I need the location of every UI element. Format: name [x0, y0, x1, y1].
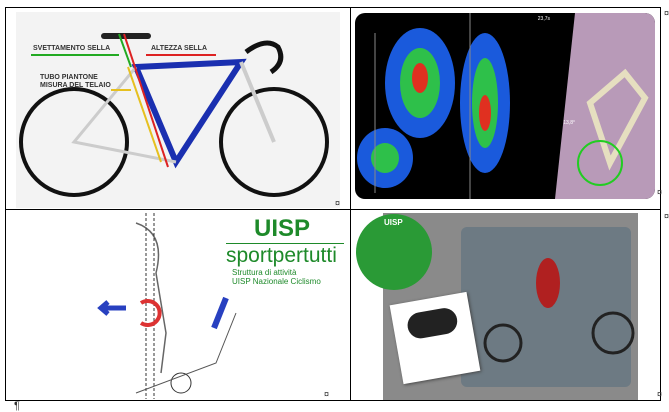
- row-end-marker: ¤: [664, 211, 669, 221]
- cyclist-posture-image: [96, 213, 341, 399]
- uisp-badge: UISP: [356, 214, 432, 290]
- paragraph-mark: ¶: [14, 400, 20, 412]
- pressure-map-image: 23,7s 13,8°: [355, 13, 655, 199]
- row-end-marker: ¤: [664, 8, 669, 18]
- time-readout: 23,7s: [537, 16, 550, 22]
- image-table: SVETTAMENTO SELLA ALTEZZA SELLA TUBO PIA…: [5, 7, 669, 401]
- row-divider: [6, 209, 660, 210]
- webcam-icon: [405, 306, 460, 341]
- subtitle-1: Struttura di attività: [232, 268, 297, 277]
- subtitle-2: UISP Nazionale Ciclismo: [232, 277, 321, 286]
- uisp-badge-text: UISP: [384, 218, 403, 227]
- frame-size-label: MISURA DEL TELAIO: [40, 82, 111, 89]
- lab-photo-illustration: [483, 258, 635, 363]
- bike-geometry-image: SVETTAMENTO SELLA ALTEZZA SELLA TUBO PIA…: [16, 12, 340, 208]
- column-divider: [350, 8, 351, 400]
- cell-marker: ¤: [657, 187, 663, 197]
- brand-text: sportpertutti: [226, 243, 344, 268]
- pressure-map-illustration: [357, 13, 655, 199]
- seat-setback-label: SVETTAMENTO SELLA: [33, 45, 111, 52]
- uisp-logo-text: UISP: [254, 215, 311, 242]
- saddle-height-label: ALTEZZA SELLA: [151, 45, 207, 52]
- uisp-logo: UISP sportpertutti Struttura di attività…: [226, 215, 344, 286]
- posture-sketch: [97, 213, 237, 399]
- seat-tube-label: TUBO PIANTONE: [40, 74, 98, 81]
- cell-marker: ¤: [324, 389, 330, 399]
- webcam-photo: [389, 291, 481, 385]
- cell-marker: ¤: [335, 198, 341, 208]
- cell-marker: ¤: [657, 389, 663, 399]
- angle-readout: 13,8°: [563, 120, 575, 126]
- bike-illustration: [19, 33, 329, 197]
